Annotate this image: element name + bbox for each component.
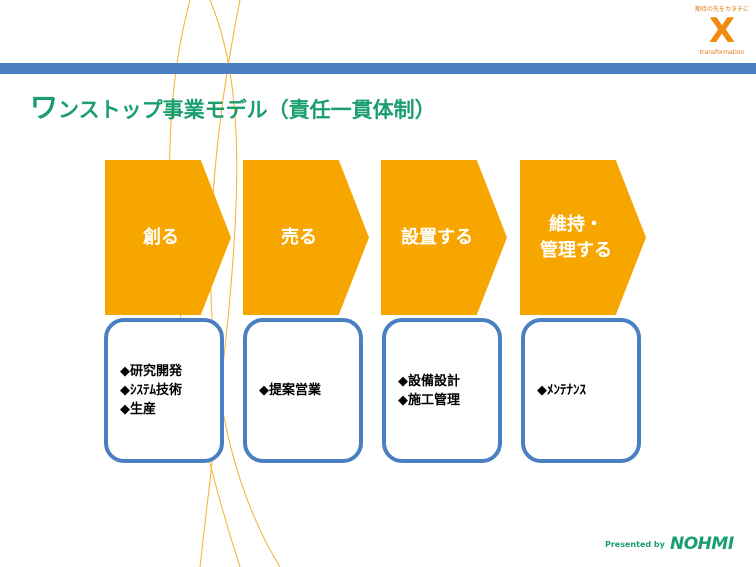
step-chevron-maintain: 維持・ 管理する <box>520 160 646 315</box>
step-box-maintain: ◆ﾒﾝﾃﾅﾝｽ <box>521 318 641 463</box>
logo-sub: transformation <box>699 49 745 56</box>
logo-tagline: 期待の先をカタチに <box>694 6 749 13</box>
step-chevron-install: 設置する <box>381 160 507 315</box>
step-box-create: ◆研究開発 ◆ｼｽﾃﾑ技術 ◆生産 <box>104 318 224 463</box>
step-box-install: ◆設備設計 ◆施工管理 <box>382 318 502 463</box>
step-chevron-create: 創る <box>105 160 231 315</box>
list-item: ◆ﾒﾝﾃﾅﾝｽ <box>537 383 586 398</box>
logo-mark: X <box>708 11 736 51</box>
nohmi-logo: NOHMI <box>670 534 734 554</box>
list-item: ◆提案営業 <box>259 383 321 398</box>
title-rest: ンストップ事業モデル（責任一貫体制） <box>58 98 436 122</box>
step-chevron-sell: 売る <box>243 160 369 315</box>
company-logo: 期待の先をカタチに X transformation <box>692 4 752 62</box>
list-item: ◆生産 <box>120 402 156 417</box>
step-box-sell: ◆提案営業 <box>243 318 363 463</box>
list-item: ◆施工管理 <box>398 392 460 408</box>
list-item: ◆設備設計 <box>398 373 460 389</box>
list-item: ◆研究開発 <box>120 364 182 379</box>
presented-by: Presented by <box>605 540 665 549</box>
page-title: ワンストップ事業モデル（責任一貫体制） <box>30 86 436 126</box>
list-item: ◆ｼｽﾃﾑ技術 <box>120 383 182 398</box>
header-bar <box>0 63 756 74</box>
title-first-char: ワ <box>30 91 59 124</box>
